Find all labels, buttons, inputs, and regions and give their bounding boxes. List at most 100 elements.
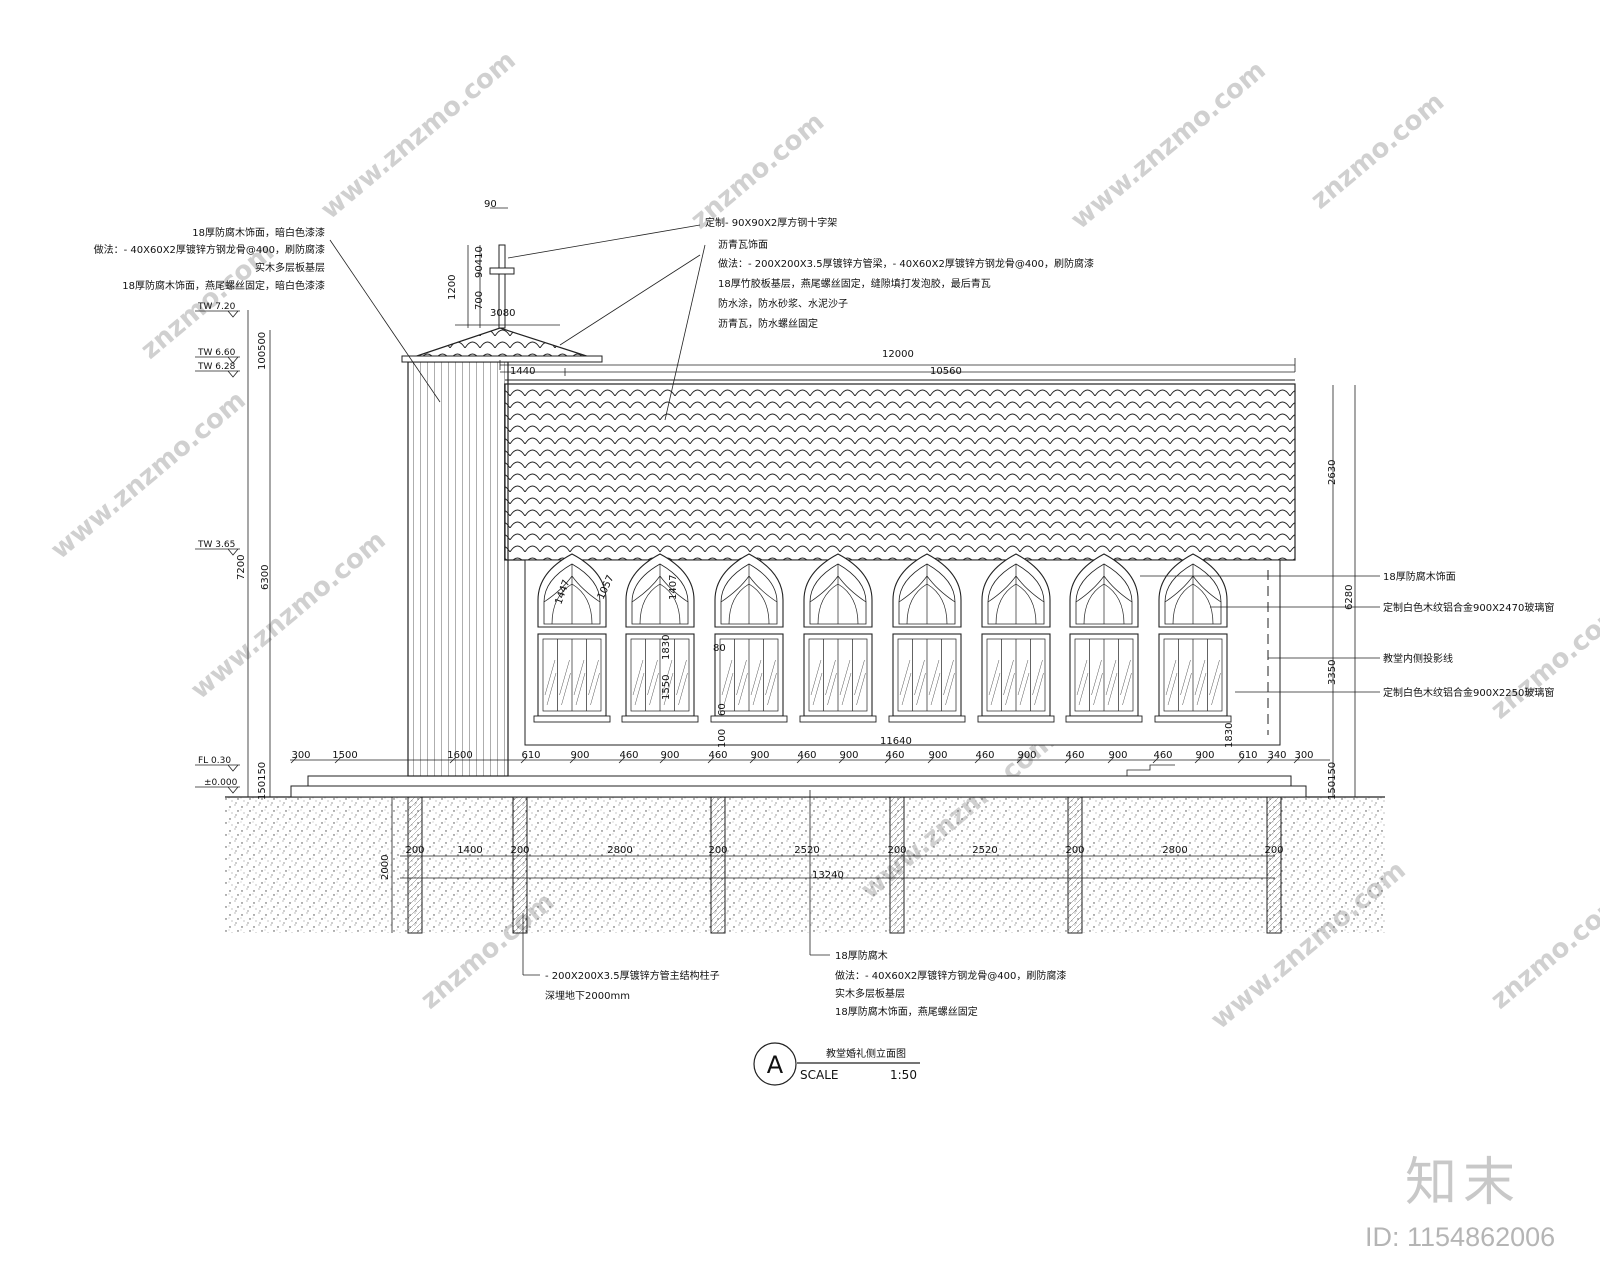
ground-dim-3: 610 bbox=[521, 750, 540, 761]
note-bottom-center-3: 实木多层板基层 bbox=[835, 987, 905, 1000]
dim-pile-depth: 2000 bbox=[380, 855, 391, 880]
watermark-text: znzmo.com bbox=[1305, 87, 1450, 215]
dim-left-3: 6300 bbox=[260, 565, 271, 590]
note-bottom-left-2: 深埋地下2000mm bbox=[545, 989, 630, 1002]
pile-2 bbox=[512, 796, 528, 934]
pile-3 bbox=[710, 796, 726, 934]
pile-dim-6: 200 bbox=[887, 845, 906, 856]
ground-dim-13: 460 bbox=[975, 750, 994, 761]
pile-4 bbox=[889, 796, 905, 934]
dim-cross-b: 90410 bbox=[474, 246, 485, 278]
ground-dim-4: 900 bbox=[570, 750, 589, 761]
title-name: 教堂婚礼侧立面图 bbox=[826, 1047, 906, 1060]
tower-body bbox=[407, 361, 509, 777]
watermark-text: znzmo.com bbox=[1485, 597, 1600, 725]
dim-cross-height: 1200 bbox=[447, 275, 458, 300]
ground-dim-11: 460 bbox=[885, 750, 904, 761]
brand-logo: 知末 bbox=[1405, 1153, 1522, 1213]
window-8 bbox=[1154, 553, 1232, 723]
pile-5 bbox=[1067, 796, 1083, 934]
note-roof-4: 防水涂，防水砂浆、水泥沙子 bbox=[718, 297, 848, 310]
note-right-4: 定制白色木纹铝合金900X2250玻璃窗 bbox=[1383, 686, 1554, 699]
ground-dim-21: 300 bbox=[1294, 750, 1313, 761]
title-circle-letter: A bbox=[767, 1051, 784, 1079]
note-bottom-left-1: - 200X200X3.5厚镀锌方管主结构柱子 bbox=[545, 969, 720, 982]
watermark-text: www.znzmo.com bbox=[185, 525, 391, 705]
image-id: ID: 1154862006 bbox=[1365, 1222, 1556, 1252]
dim-win-80: 80 bbox=[713, 643, 726, 654]
ground-dim-1: 1500 bbox=[332, 750, 357, 761]
pile-dim-7: 2520 bbox=[972, 845, 997, 856]
ground-dim-row: 300 1500 1600 610 900 460 900 460 900 460 900 460 90… bbox=[290, 750, 1314, 764]
ground-dim-20: 340 bbox=[1267, 750, 1286, 761]
dim-win-r: 1830 bbox=[1224, 723, 1235, 748]
pile-1 bbox=[407, 796, 423, 934]
main-roof bbox=[504, 383, 1296, 561]
ground-dim-0: 300 bbox=[291, 750, 310, 761]
note-cross: 定制- 90X90X2厚方钢十字架 bbox=[705, 216, 837, 229]
dim-right-2: 6280 bbox=[1344, 585, 1355, 610]
note-roof-3: 18厚竹胶板基层，燕尾螺丝固定，缝隙填打发泡胶，最后青瓦 bbox=[718, 277, 991, 290]
dim-left-4: 150150 bbox=[257, 762, 268, 800]
ground-dim-17: 460 bbox=[1153, 750, 1172, 761]
ground-dim-19: 610 bbox=[1238, 750, 1257, 761]
pile-dim-3: 2800 bbox=[607, 845, 632, 856]
dim-win-100: 100 bbox=[717, 729, 728, 748]
dim-cross-a: 700 bbox=[474, 291, 485, 310]
level-tw365: TW 3.65 bbox=[197, 540, 235, 550]
window-3 bbox=[710, 553, 788, 723]
watermark-text: www.znzmo.com bbox=[1065, 55, 1271, 235]
ground-dim-18: 900 bbox=[1195, 750, 1214, 761]
ground-dim-12: 900 bbox=[928, 750, 947, 761]
watermark-text: www.znzmo.com bbox=[45, 385, 251, 565]
dim-tower-width: 3080 bbox=[490, 308, 515, 319]
note-right-2: 定制白色木纹铝合金900X2470玻璃窗 bbox=[1383, 601, 1554, 614]
level-labels: TW 7.20 TW 6.60 TW 6.28 TW 3.65 FL 0.30 … bbox=[197, 302, 238, 788]
pile-dim-1: 1400 bbox=[457, 845, 482, 856]
title-block: A 教堂婚礼侧立面图 SCALE 1:50 bbox=[753, 1042, 920, 1086]
watermark-text: znzmo.com bbox=[1485, 887, 1600, 1015]
dim-left-1: 100500 bbox=[257, 332, 268, 370]
dim-pile-total: 13240 bbox=[812, 870, 844, 881]
platform-base bbox=[290, 785, 1307, 798]
level-fl030: FL 0.30 bbox=[198, 756, 231, 766]
windows bbox=[533, 553, 1232, 723]
note-top-left-3: 实木多层板基层 bbox=[255, 261, 325, 274]
note-roof-1: 沥青瓦饰面 bbox=[718, 238, 768, 251]
note-top-left-2: 做法：- 40X60X2厚镀锌方钢龙骨@400，刷防腐漆 bbox=[94, 243, 325, 256]
window-1 bbox=[533, 553, 611, 723]
dim-right-1: 2630 bbox=[1327, 460, 1338, 485]
pile-6 bbox=[1266, 796, 1282, 934]
dim-cross-width: 90 bbox=[484, 199, 497, 210]
pile-dim-10: 200 bbox=[1264, 845, 1283, 856]
watermark-text: znzmo.com bbox=[685, 107, 830, 235]
ground-dim-6: 900 bbox=[660, 750, 679, 761]
note-bottom-center-1: 18厚防腐木 bbox=[835, 949, 888, 962]
level-tw628: TW 6.28 bbox=[197, 362, 236, 372]
level-tw660: TW 6.60 bbox=[197, 348, 236, 358]
note-roof-2: 做法：- 200X200X3.5厚镀锌方管梁，- 40X60X2厚镀锌方钢龙骨@… bbox=[718, 257, 1094, 270]
ground-dim-9: 460 bbox=[797, 750, 816, 761]
dimension-lines bbox=[195, 207, 1356, 933]
pile-dim-4: 200 bbox=[708, 845, 727, 856]
window-4 bbox=[799, 553, 877, 723]
ground-soil bbox=[225, 797, 1385, 933]
ground-dim-15: 460 bbox=[1065, 750, 1084, 761]
piles bbox=[407, 796, 1282, 934]
dim-win-60: 60 bbox=[717, 703, 728, 716]
dim-left-2: 7200 bbox=[236, 555, 247, 580]
dim-roof-right: 10560 bbox=[930, 366, 962, 377]
level-ground: ±0.000 bbox=[204, 778, 238, 788]
dim-win-h2: 1550 bbox=[661, 675, 672, 700]
note-top-left-1: 18厚防腐木饰面，暗白色漆漆 bbox=[192, 226, 325, 239]
dim-win-h1: 1830 bbox=[661, 635, 672, 660]
dim-right-4: 150150 bbox=[1327, 762, 1338, 800]
note-bottom-center-4: 18厚防腐木饰面，燕尾螺丝固定 bbox=[835, 1005, 978, 1018]
pile-dim-2: 200 bbox=[510, 845, 529, 856]
ground-dim-10: 900 bbox=[839, 750, 858, 761]
ground-dim-2: 1600 bbox=[447, 750, 472, 761]
pile-dim-9: 2800 bbox=[1162, 845, 1187, 856]
note-bottom-center-2: 做法：- 40X60X2厚镀锌方钢龙骨@400，刷防腐漆 bbox=[835, 969, 1066, 982]
